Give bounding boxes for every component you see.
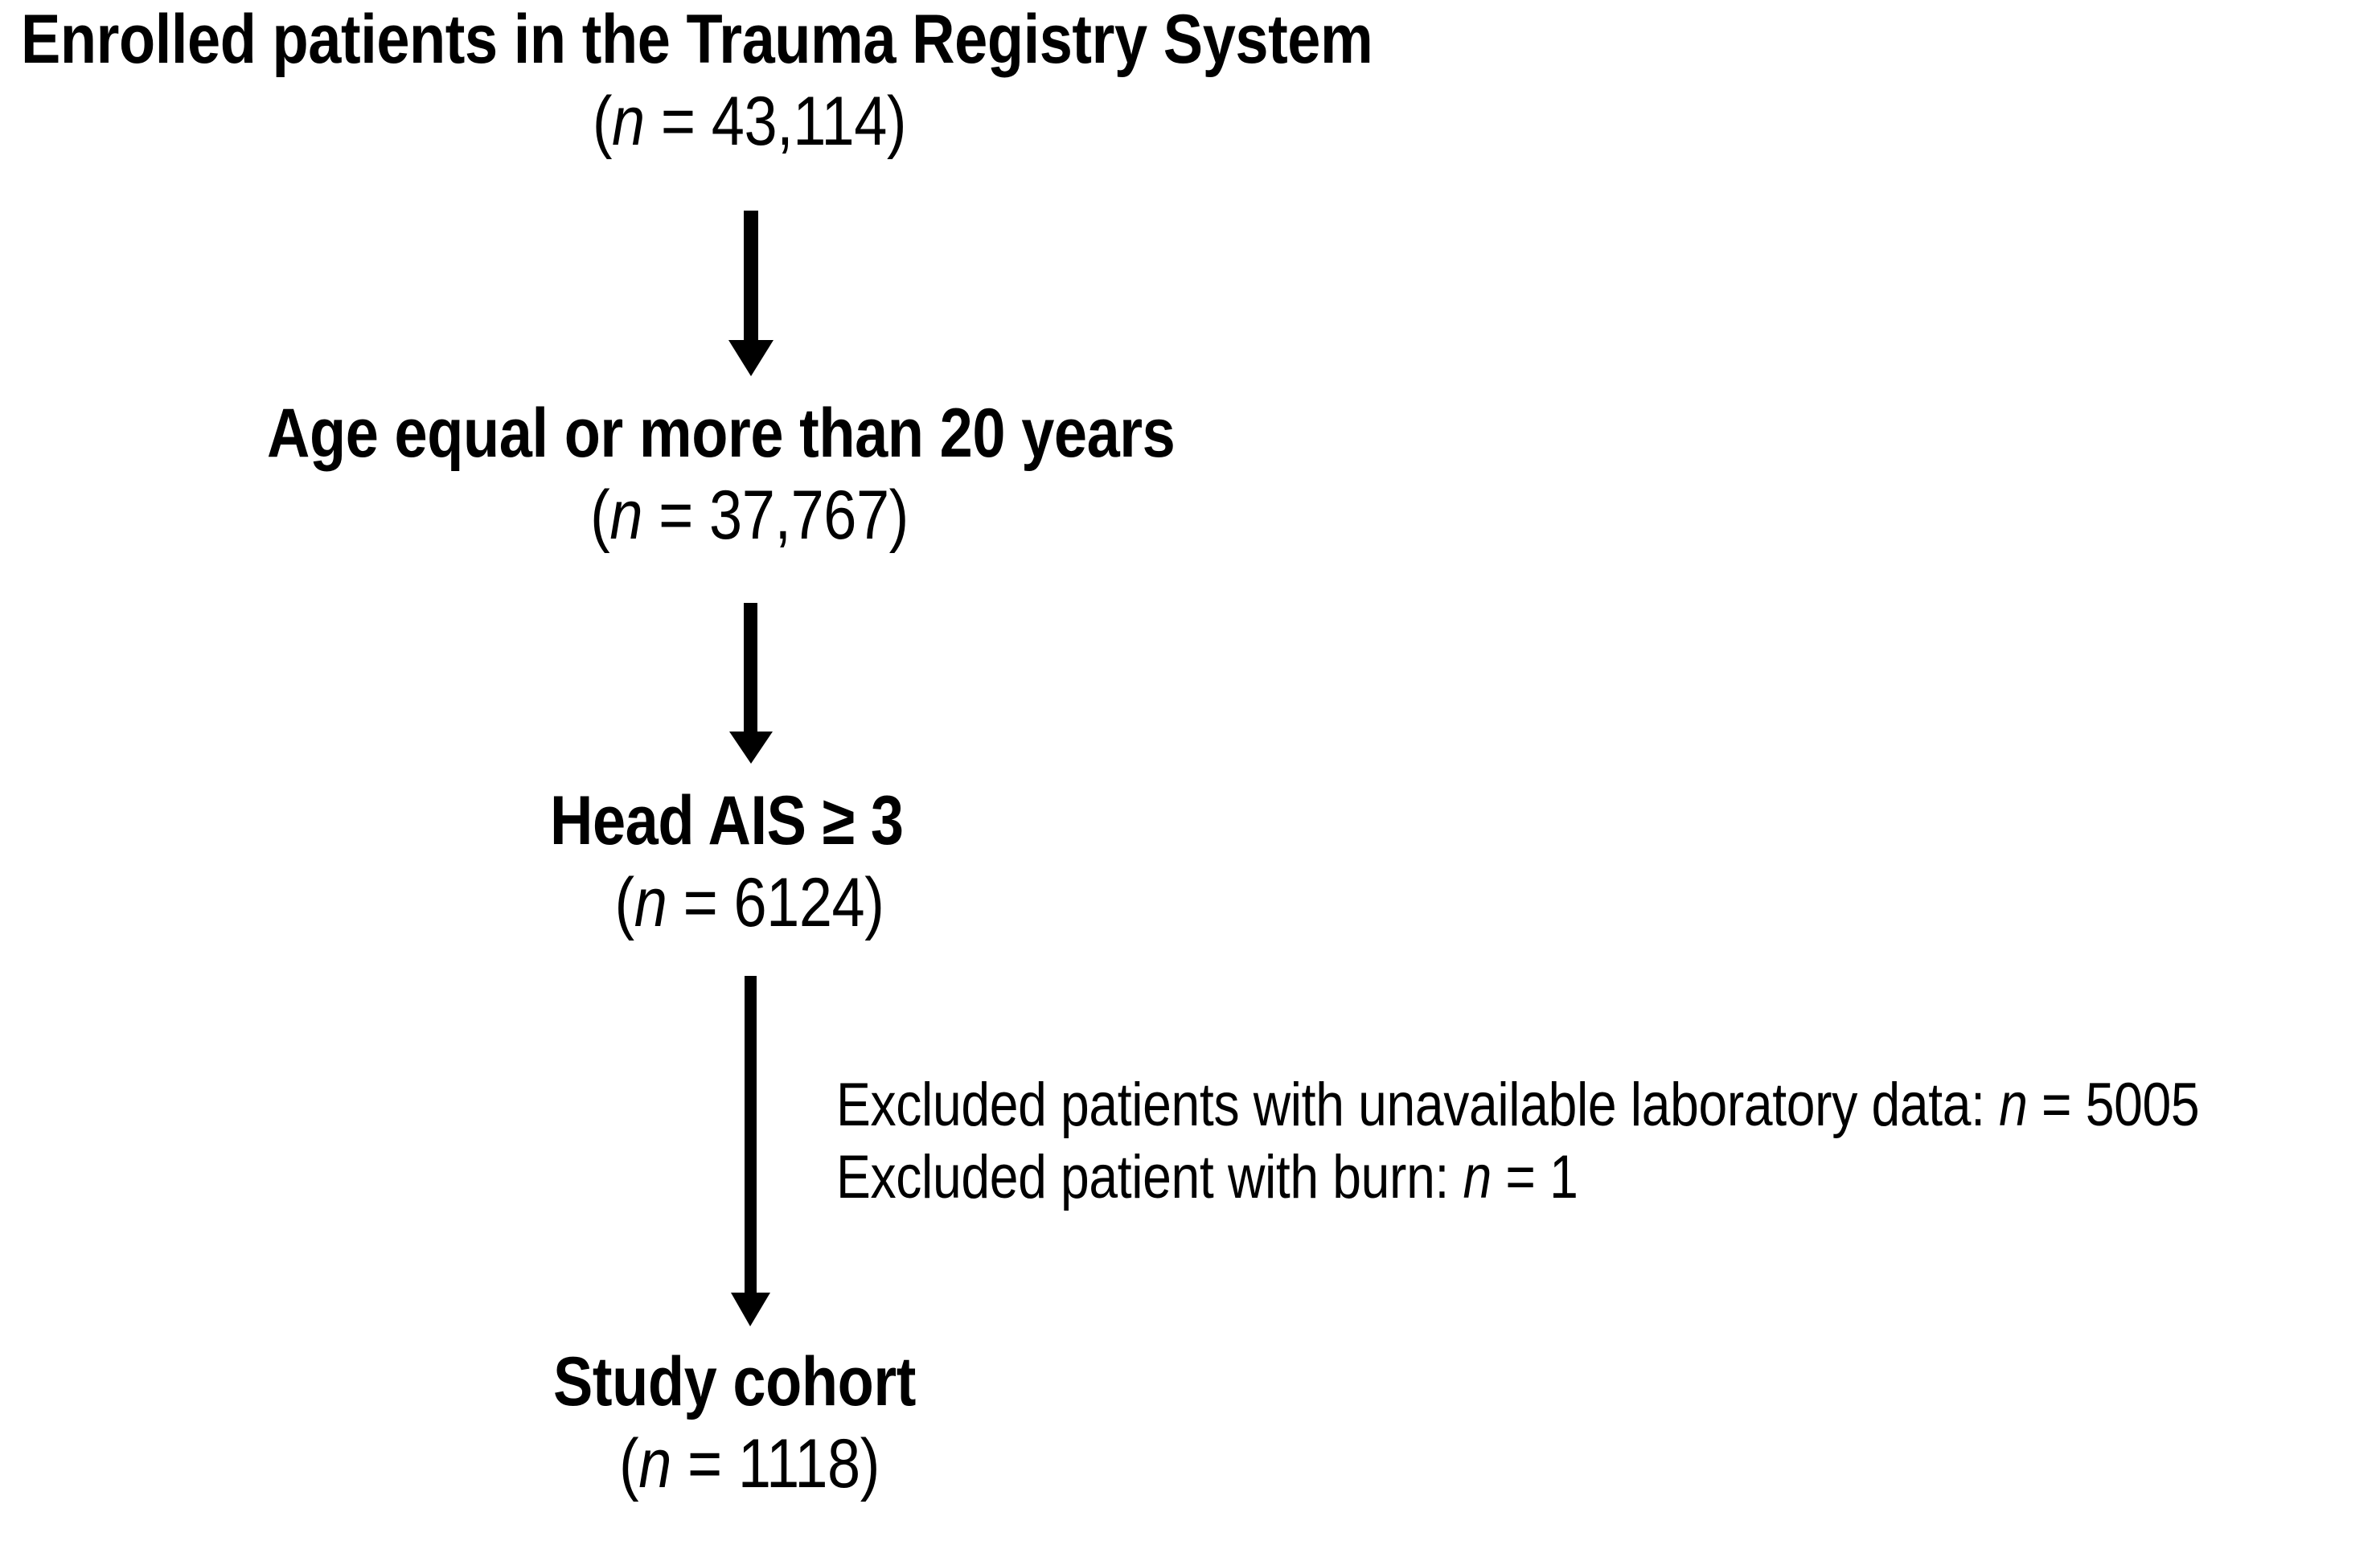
exclusion-burn-value: 1 bbox=[1549, 1143, 1578, 1211]
node-head-ais-count-text: (n = 6124) bbox=[342, 868, 1158, 937]
exclusion-annotations: Excluded patients with unavailable labor… bbox=[836, 1069, 2380, 1214]
arrow-enrolled-to-age bbox=[708, 211, 796, 379]
node-enrolled-title: Enrolled patients in the Trauma Registry… bbox=[21, 5, 1593, 74]
equals-sign: = bbox=[667, 864, 734, 941]
exclusion-lab-value: 5005 bbox=[2085, 1071, 2200, 1139]
node-study-cohort-title-text: Study cohort bbox=[553, 1343, 916, 1420]
count-value: 37,767 bbox=[709, 477, 889, 554]
node-age-count-text: (n = 37,767) bbox=[342, 481, 1158, 550]
count-value: 43,114 bbox=[711, 83, 888, 160]
node-head-ais-count: (n = 6124) bbox=[275, 868, 1224, 937]
node-head-ais-title: Head AIS ≥ 3 bbox=[550, 786, 961, 855]
equals-sign: = bbox=[671, 1425, 738, 1502]
node-enrolled-count: (n = 43,114) bbox=[275, 87, 1224, 156]
node-enrolled-count-text: (n = 43,114) bbox=[342, 87, 1158, 156]
node-age-title: Age equal or more than 20 years bbox=[267, 399, 1323, 468]
n-symbol: n bbox=[1463, 1143, 1492, 1211]
equals-sign: = bbox=[642, 477, 710, 554]
paren-open: ( bbox=[592, 83, 613, 160]
paren-open: ( bbox=[619, 1425, 639, 1502]
paren-close: ) bbox=[888, 477, 909, 554]
n-symbol: n bbox=[1999, 1071, 2028, 1139]
equals-sign: = bbox=[2027, 1071, 2086, 1139]
paren-close: ) bbox=[886, 83, 907, 160]
paren-open: ( bbox=[614, 864, 635, 941]
exclusion-line-burn: Excluded patient with burn: n = 1 bbox=[836, 1141, 2140, 1214]
n-symbol: n bbox=[609, 477, 643, 554]
n-symbol: n bbox=[612, 83, 645, 160]
paren-close: ) bbox=[864, 864, 884, 941]
node-study-cohort-title: Study cohort bbox=[553, 1347, 975, 1416]
node-enrolled-title-text: Enrolled patients in the Trauma Registry… bbox=[21, 1, 1373, 78]
node-age-title-text: Age equal or more than 20 years bbox=[267, 395, 1176, 472]
node-study-cohort-count: (n = 1118) bbox=[275, 1429, 1224, 1498]
paren-close: ) bbox=[860, 1425, 880, 1502]
node-age-count: (n = 37,767) bbox=[275, 481, 1224, 550]
arrow-age-to-head bbox=[708, 603, 796, 772]
node-head-ais-title-text: Head AIS ≥ 3 bbox=[550, 782, 904, 859]
equals-sign: = bbox=[644, 83, 712, 160]
exclusion-line-lab: Excluded patients with unavailable labor… bbox=[836, 1069, 2200, 1141]
equals-sign: = bbox=[1491, 1143, 1550, 1211]
node-study-cohort-count-text: (n = 1118) bbox=[342, 1429, 1158, 1498]
count-value: 1118 bbox=[737, 1425, 860, 1502]
arrow-head-to-cohort bbox=[708, 976, 796, 1338]
count-value: 6124 bbox=[733, 864, 865, 941]
exclusion-lab-text: Excluded patients with unavailable labor… bbox=[836, 1071, 2000, 1139]
paren-open: ( bbox=[590, 477, 610, 554]
n-symbol: n bbox=[634, 864, 667, 941]
exclusion-burn-text: Excluded patient with burn: bbox=[836, 1143, 1463, 1211]
n-symbol: n bbox=[638, 1425, 671, 1502]
